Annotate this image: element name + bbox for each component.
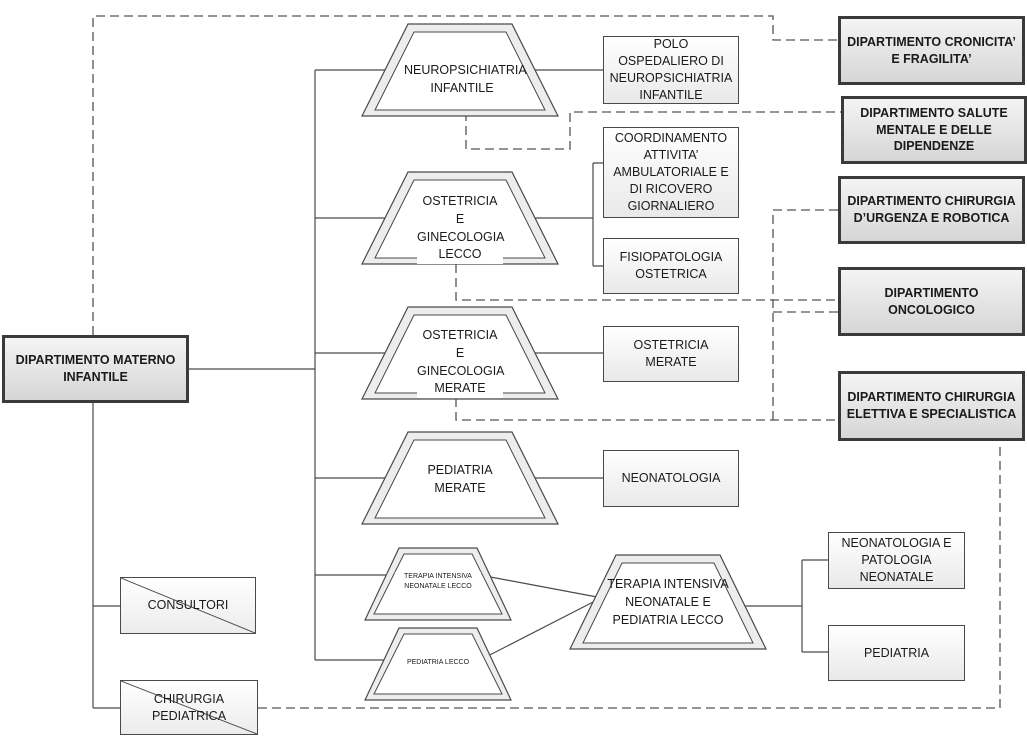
- node-chirurgia-pediatrica[interactable]: CHIRURGIA PEDIATRICA: [120, 680, 258, 735]
- node-label: NEUROPSICHIATRIA INFANTILE: [404, 62, 527, 98]
- connector-materno-spine: [189, 70, 316, 660]
- node-label: DIPARTIMENTO CHIRURGIA ELETTIVA E SPECIA…: [846, 390, 1017, 421]
- node-label: CONSULTORI: [147, 598, 229, 613]
- node-label: DIPARTIMENTO SALUTE MENTALE E DELLE DIPE…: [860, 105, 1008, 154]
- node-label: POLO OSPEDALIERO DI NEUROPSICHIATRIA INF…: [609, 37, 733, 102]
- node-label: PEDIATRIA MERATE: [424, 462, 496, 498]
- node-label: DIPARTIMENTO CRONICITA’ E FRAGILITA’: [847, 34, 1016, 66]
- node-dipartimento-materno-infantile[interactable]: DIPARTIMENTO MATERNO INFANTILE: [2, 335, 189, 403]
- node-label: TERAPIA INTENSIVA NEONATALE LECCO: [395, 572, 481, 593]
- node-label: CHIRURGIA PEDIATRICA: [151, 691, 227, 723]
- node-label: PEDIATRIA: [863, 645, 930, 660]
- node-label: OSTETRICIA E GINECOLOGIA LECCO: [417, 193, 505, 264]
- node-label: COORDINAMENTO ATTIVITA’ AMBULATORIALE E …: [613, 131, 729, 213]
- node-label: NEONATOLOGIA: [621, 471, 721, 486]
- node-label: TERAPIA INTENSIVA NEONATALE E PEDIATRIA …: [607, 577, 729, 627]
- node-label: FISIOPATOLOGIA OSTETRICA: [619, 250, 723, 281]
- dashed-link-cronicita: [92, 15, 838, 335]
- node-label: DIPARTIMENTO ONCOLOGICO: [884, 285, 979, 317]
- node-label: PEDIATRIA LECCO: [395, 658, 481, 669]
- node-pediatria-lecco[interactable]: PEDIATRIA LECCO: [364, 627, 512, 701]
- node-terapia-intensiva-neonatale-pediatria-lecco[interactable]: TERAPIA INTENSIVA NEONATALE E PEDIATRIA …: [569, 554, 767, 650]
- node-label: NEONATOLOGIA E PATOLOGIA NEONATALE: [841, 536, 952, 584]
- node-fisiopatologia-ostetrica[interactable]: FISIOPATOLOGIA OSTETRICA: [603, 238, 739, 294]
- node-consultori[interactable]: CONSULTORI: [120, 577, 256, 634]
- trapezoid-shape: [569, 554, 767, 650]
- node-dipartimento-chirurgia-elettiva[interactable]: DIPARTIMENTO CHIRURGIA ELETTIVA E SPECIA…: [838, 371, 1025, 441]
- node-label: DIPARTIMENTO MATERNO INFANTILE: [15, 353, 176, 384]
- node-ostetricia-merate[interactable]: OSTETRICIA MERATE: [603, 326, 739, 382]
- node-neonatologia[interactable]: NEONATOLOGIA: [603, 450, 739, 507]
- node-dipartimento-oncologico[interactable]: DIPARTIMENTO ONCOLOGICO: [838, 267, 1025, 336]
- node-pediatria[interactable]: PEDIATRIA: [828, 625, 965, 681]
- dashed-link-chirurgia-pediatrica: [258, 442, 1001, 709]
- node-dipartimento-cronicita[interactable]: DIPARTIMENTO CRONICITA’ E FRAGILITA’: [838, 16, 1025, 85]
- node-dipartimento-chirurgia-urgenza[interactable]: DIPARTIMENTO CHIRURGIA D’URGENZA E ROBOT…: [838, 176, 1025, 244]
- node-coordinamento-attivita[interactable]: COORDINAMENTO ATTIVITA’ AMBULATORIALE E …: [603, 127, 739, 218]
- node-ostetricia-ginecologia-merate[interactable]: OSTETRICIA E GINECOLOGIA MERATE: [361, 306, 559, 400]
- node-polo-ospedaliero[interactable]: POLO OSPEDALIERO DI NEUROPSICHIATRIA INF…: [603, 36, 739, 104]
- dashed-link-chirurgia-elettiva: [455, 398, 838, 421]
- node-neuropsichiatria-infantile[interactable]: NEUROPSICHIATRIA INFANTILE: [361, 23, 559, 117]
- dashed-link-oncologico-lecco: [455, 264, 838, 301]
- node-dipartimento-salute-mentale[interactable]: DIPARTIMENTO SALUTE MENTALE E DELLE DIPE…: [841, 96, 1027, 164]
- node-label: OSTETRICIA E GINECOLOGIA MERATE: [417, 327, 505, 398]
- node-terapia-intensiva-neonatale-lecco[interactable]: TERAPIA INTENSIVA NEONATALE LECCO: [364, 547, 512, 621]
- node-label: OSTETRICIA MERATE: [633, 338, 709, 369]
- node-pediatria-merate[interactable]: PEDIATRIA MERATE: [361, 431, 559, 525]
- node-neonatologia-patologia-neonatale[interactable]: NEONATOLOGIA E PATOLOGIA NEONATALE: [828, 532, 965, 589]
- dashed-link-chirurgia-urgenza: [772, 209, 838, 420]
- connector-materno-down: [92, 403, 120, 709]
- node-label: DIPARTIMENTO CHIRURGIA D’URGENZA E ROBOT…: [847, 194, 1016, 225]
- node-ostetricia-ginecologia-lecco[interactable]: OSTETRICIA E GINECOLOGIA LECCO: [361, 171, 559, 265]
- dashed-link-salute-mentale: [465, 111, 841, 150]
